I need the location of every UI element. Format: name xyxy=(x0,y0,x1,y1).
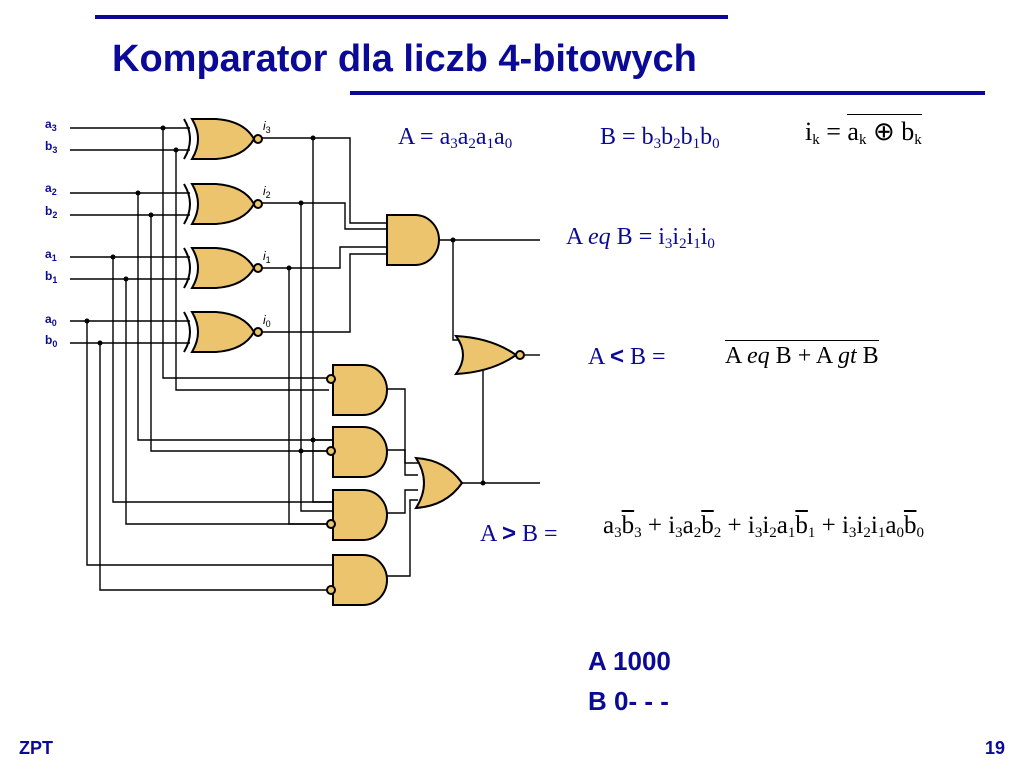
xnor-gate-1 xyxy=(183,247,263,289)
formula-ik-definition: ik = ak ⊕ bk xyxy=(805,114,922,148)
slide-title: Komparator dla liczb 4-bitowych xyxy=(112,38,697,80)
example-line-b: B 0- - - xyxy=(588,686,669,716)
inverter-bubble-b3 xyxy=(326,374,336,384)
xnor-gate-0 xyxy=(183,311,263,353)
formula-a-definition: A = a3a2a1a0 xyxy=(398,124,513,152)
input-label-b2: b2 xyxy=(45,204,58,220)
input-label-a2: a2 xyxy=(45,181,57,197)
input-label-b1: b1 xyxy=(45,269,58,285)
xnor-output-label-i2: i2 xyxy=(263,184,271,200)
inverter-bubble-b0 xyxy=(326,585,336,595)
and-gate-gt1 xyxy=(332,489,388,541)
and-gate-eq xyxy=(386,214,440,266)
xnor-output-label-i0: i0 xyxy=(263,313,271,329)
page-number: 19 xyxy=(985,738,1006,758)
formula-lt-output: A < B = xyxy=(588,343,666,370)
nor-gate-lt-bubble xyxy=(515,350,525,360)
input-label-b3: b3 xyxy=(45,139,58,155)
inverter-bubble-b1 xyxy=(326,519,336,529)
formula-lt-expression: A eq B + A gt B xyxy=(725,340,879,370)
and-gate-gt3 xyxy=(332,364,388,416)
input-label-a1: a1 xyxy=(45,247,57,263)
input-label-a3: a3 xyxy=(45,117,57,133)
xnor-output-label-i3: i3 xyxy=(263,119,271,135)
inverter-bubble-b2 xyxy=(326,446,336,456)
input-label-a0: a0 xyxy=(45,312,57,328)
title-rule-bottom xyxy=(350,91,985,95)
formula-gt-expression: a3b3 + i3a2b2 + i3i2a1b1 + i3i2i1a0b0 xyxy=(603,512,924,541)
xnor-gate-3 xyxy=(183,118,263,160)
xnor-gate-2 xyxy=(183,183,263,225)
and-gate-gt0 xyxy=(332,554,388,606)
or-gate-gt xyxy=(414,456,464,510)
and-gate-gt2 xyxy=(332,426,388,478)
formula-b-definition: B = b3b2b1b0 xyxy=(600,124,720,152)
formula-gt-output: A > B = xyxy=(480,520,558,547)
formula-eq-output: A eq B = i3i2i1i0 xyxy=(566,224,715,252)
footer-label: ZPT xyxy=(19,738,53,758)
title-rule-top xyxy=(95,15,728,19)
nor-gate-lt xyxy=(453,334,518,376)
wire-junctions xyxy=(84,125,486,486)
input-label-b0: b0 xyxy=(45,333,58,349)
example-line-a: A 1000 xyxy=(588,646,671,676)
xnor-output-label-i1: i1 xyxy=(263,249,271,265)
